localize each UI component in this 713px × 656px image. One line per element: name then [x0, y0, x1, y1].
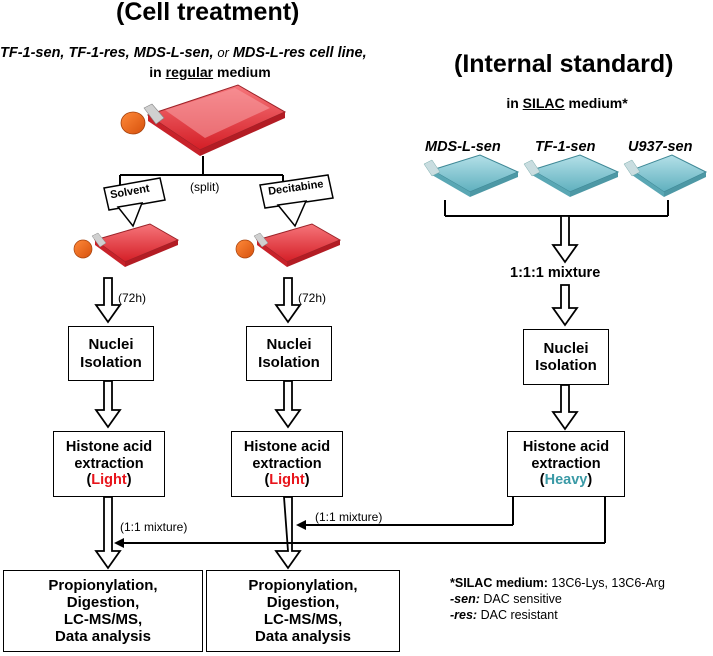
cell-label-tf-1-sen: TF-1-sen [535, 139, 596, 155]
flask-tf-1-sen [523, 154, 620, 197]
heavy-label: (Heavy) [539, 472, 593, 489]
medium-word-right: medium* [568, 95, 628, 111]
mix-label-2: (1:1 mixture) [315, 510, 383, 524]
mixing-lines [120, 497, 606, 544]
light-label-1: (Light) [86, 472, 132, 489]
flask-u937-sen [623, 154, 708, 197]
data-analysis-text: Data analysis [255, 628, 351, 646]
flask-mds-l-sen [423, 154, 520, 197]
nuclei-text: Nuclei [266, 336, 312, 354]
nuclei-text: Nuclei [543, 339, 589, 357]
extraction-text: extraction [252, 455, 322, 472]
light-label-2: (Light) [264, 472, 310, 489]
legend-res: -res: DAC resistant [450, 608, 558, 622]
data-analysis-text: Data analysis [55, 628, 151, 646]
extraction-text: extraction [531, 455, 601, 472]
digestion-text: Digestion, [66, 593, 140, 611]
mix-label-1: (1:1 mixture) [120, 520, 188, 534]
nuclei-text: Nuclei [88, 336, 134, 354]
time-label-1: (72h) [118, 291, 147, 305]
regular-word: regular [165, 64, 214, 80]
isolation-text: Isolation [258, 353, 320, 371]
propionylation-box-2: Propionylation, Digestion, LC-MS/MS, Dat… [206, 570, 400, 652]
cell-lines-text-1: TF-1-sen, TF-1-res, MDS-L-sen, [0, 45, 214, 61]
propionylation-box-1: Propionylation, Digestion, LC-MS/MS, Dat… [3, 570, 203, 652]
silac-medium-line: in SILAC medium* [497, 95, 637, 111]
medium-word-left: medium [217, 64, 271, 80]
extraction-text: extraction [74, 455, 144, 472]
split-label: (split) [190, 180, 220, 194]
lc-ms-text: LC-MS/MS, [263, 611, 343, 628]
propionylation-text: Propionylation, [48, 576, 158, 594]
propionylation-text: Propionylation, [248, 576, 358, 594]
or-word: or [217, 45, 229, 60]
regular-medium-line: in regular medium [115, 64, 305, 80]
flask-solvent [73, 223, 180, 267]
isolation-text: Isolation [535, 357, 597, 374]
flask-regular-medium [120, 84, 287, 156]
cell-lines-line: TF-1-sen, TF-1-res, MDS-L-sen, or MDS-L-… [0, 44, 367, 61]
cell-treatment-title: (Cell treatment) [116, 0, 300, 26]
nuclei-isolation-box-3: Nuclei Isolation [523, 329, 609, 385]
histone-extraction-box-3: Histone acid extraction (Heavy) [507, 431, 625, 497]
hollow-arrows [94, 215, 579, 570]
decitabine-callout [259, 174, 334, 228]
mixture-label: 1:1:1 mixture [510, 265, 601, 281]
mixing-arrowheads [114, 520, 306, 548]
nuclei-isolation-box-2: Nuclei Isolation [246, 326, 332, 381]
time-label-2: (72h) [298, 291, 327, 305]
lc-ms-text: LC-MS/MS, [63, 611, 143, 628]
flask-decitabine [235, 223, 342, 267]
histone-acid-text: Histone acid [522, 438, 610, 455]
internal-standard-title: (Internal standard) [454, 50, 674, 78]
histone-extraction-box-2: Histone acid extraction (Light) [231, 431, 343, 497]
histone-extraction-box-1: Histone acid extraction (Light) [53, 431, 165, 497]
silac-word: SILAC [522, 95, 565, 111]
isolation-text: Isolation [80, 353, 142, 371]
legend-sen: -sen: DAC sensitive [450, 592, 562, 606]
cell-label-mds-l-sen: MDS-L-sen [425, 139, 501, 155]
merge-bracket [444, 200, 669, 217]
cell-label-u937-sen: U937-sen [628, 139, 693, 155]
legend: *SILAC medium: 13C6-Lys, 13C6-Arg -sen: … [450, 575, 665, 623]
digestion-text: Digestion, [266, 593, 340, 611]
cell-lines-text-2: MDS-L-res cell line, [232, 45, 367, 61]
legend-silac: *SILAC medium: 13C6-Lys, 13C6-Arg [450, 576, 665, 590]
histone-acid-text: Histone acid [65, 438, 153, 455]
solvent-callout [103, 177, 166, 228]
in-word-left: in [149, 64, 162, 80]
in-word-right: in [506, 95, 519, 111]
histone-acid-text: Histone acid [243, 438, 331, 455]
nuclei-isolation-box-1: Nuclei Isolation [68, 326, 154, 381]
